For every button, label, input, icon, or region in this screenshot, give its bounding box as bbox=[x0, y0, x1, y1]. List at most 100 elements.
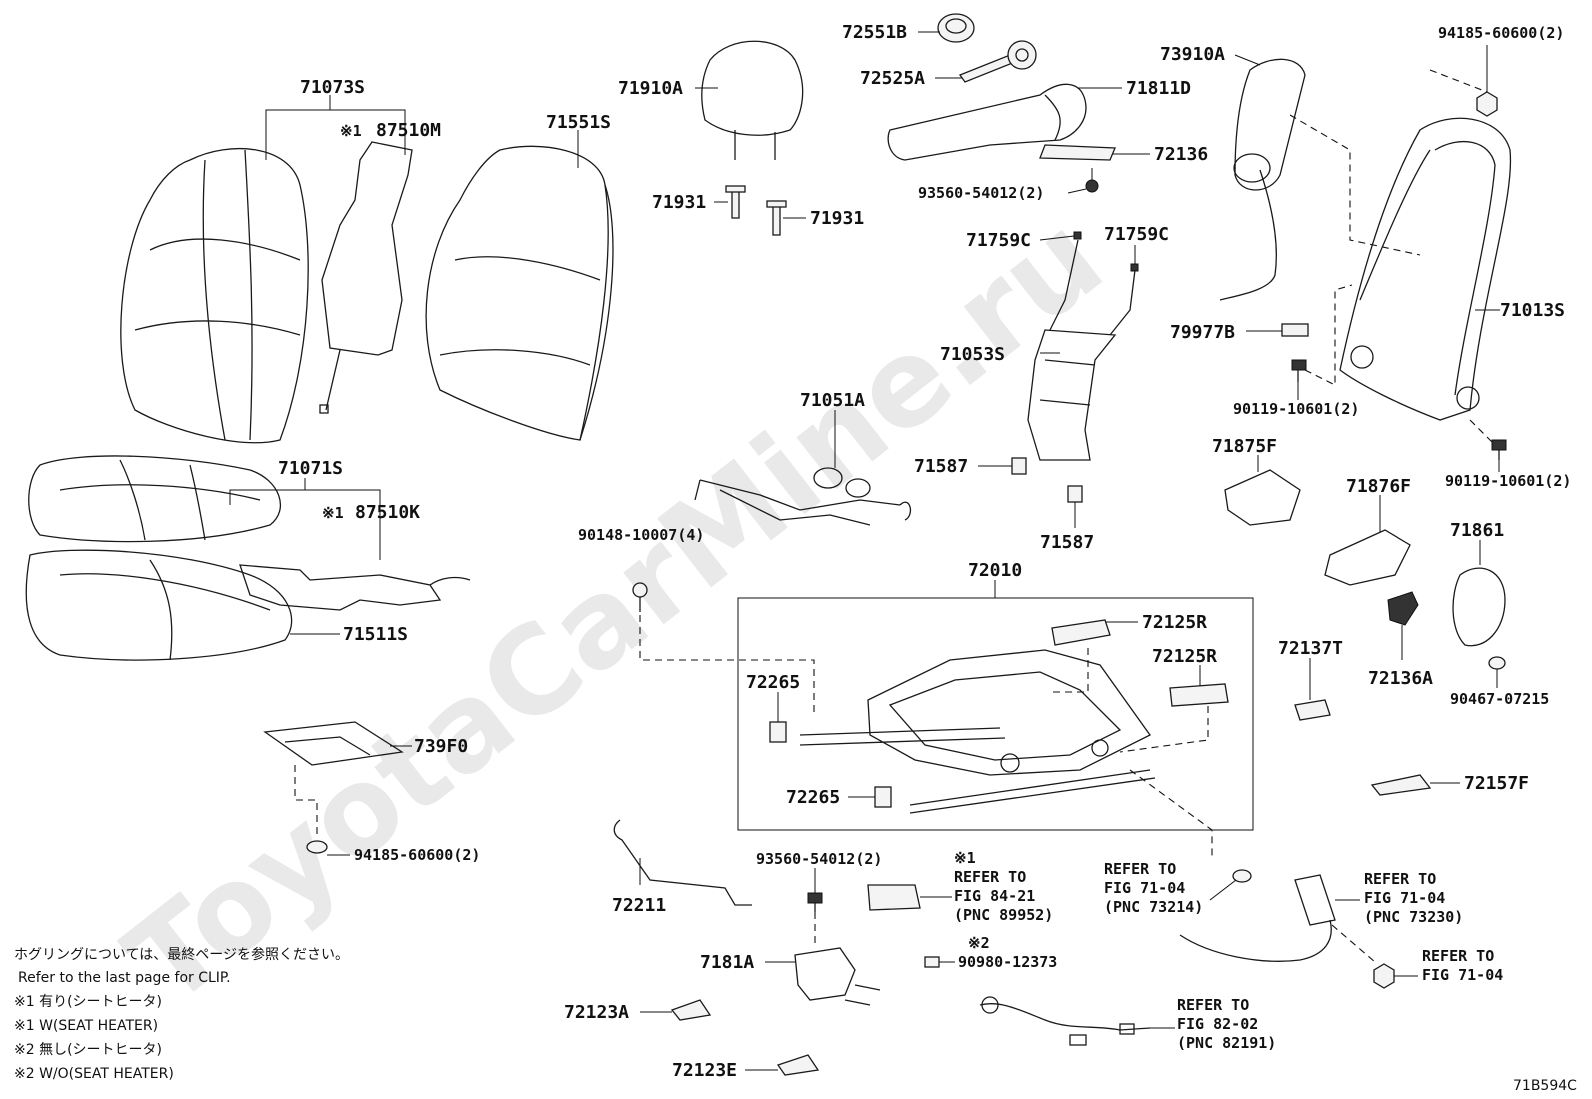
bolt-90119a-illustration bbox=[1291, 359, 1307, 382]
refer-89952-line1: REFER TO bbox=[954, 868, 1026, 886]
cover-72265-illustration bbox=[769, 721, 892, 808]
label-90119-left: 90119-10601(2) bbox=[1233, 400, 1359, 418]
label-72123A: 72123A bbox=[564, 1002, 629, 1023]
cushion-cover-illustration bbox=[28, 455, 281, 543]
label-71073S: 71073S bbox=[300, 77, 365, 98]
label-71759C-left: 71759C bbox=[966, 230, 1031, 251]
label-71053S: 71053S bbox=[940, 344, 1005, 365]
label-739F0: 739F0 bbox=[414, 736, 468, 757]
refer-82191-line1: REFER TO bbox=[1177, 996, 1249, 1014]
cover-71811D-illustration bbox=[887, 83, 1087, 161]
seat-heater-back-illustration bbox=[319, 141, 413, 414]
label-79977B: 79977B bbox=[1170, 322, 1235, 343]
label-72125R-bottom: 72125R bbox=[1152, 646, 1217, 667]
seat-heater-cushion-illustration bbox=[239, 564, 471, 611]
clip-94185-illustration bbox=[306, 840, 328, 854]
cover-72157F-illustration bbox=[1370, 774, 1432, 796]
refer-71-04-line2: FIG 71-04 bbox=[1422, 966, 1503, 984]
refer-89952-line2: FIG 84-21 bbox=[954, 887, 1035, 905]
nut-71-04-illustration bbox=[1373, 963, 1395, 989]
label-93560-top: 93560-54012(2) bbox=[918, 184, 1044, 202]
label-93560-bottom: 93560-54012(2) bbox=[756, 850, 882, 868]
label-71876F: 71876F bbox=[1346, 476, 1411, 497]
seatback-frame-71013S-illustration bbox=[1339, 117, 1512, 421]
airbag-harness-73214-illustration bbox=[1179, 869, 1332, 962]
cover-72123A-illustration bbox=[670, 999, 712, 1021]
label-71931-right: 71931 bbox=[810, 208, 864, 229]
label-72551B: 72551B bbox=[842, 22, 907, 43]
handle-72525A-illustration bbox=[958, 40, 1037, 83]
label-94185-bottom: 94185-60600(2) bbox=[354, 846, 480, 864]
cover-71861-illustration bbox=[1452, 567, 1506, 647]
protector-mat-illustration bbox=[263, 721, 404, 766]
cover-72125R-illustration bbox=[1051, 619, 1229, 707]
label-72525A: 72525A bbox=[860, 68, 925, 89]
label-72125R-top: 72125R bbox=[1142, 612, 1207, 633]
refer-73230-line1: REFER TO bbox=[1364, 870, 1436, 888]
label-90980: 90980-12373 bbox=[958, 953, 1057, 971]
footnotes: ホグリングについては、最終ページを参照ください。 Refer to the la… bbox=[14, 946, 349, 1082]
refer-73230-line3: (PNC 73230) bbox=[1364, 908, 1463, 926]
note-heater-without-en: ※2 W/O(SEAT HEATER) bbox=[14, 1066, 174, 1082]
grommet-90467-illustration bbox=[1488, 656, 1506, 670]
cushion-pad-illustration bbox=[25, 549, 293, 661]
label-87510M-mark: ※1 bbox=[340, 122, 362, 140]
label-71071S: 71071S bbox=[278, 458, 343, 479]
refer-89952-mark: ※1 bbox=[954, 849, 976, 867]
harness-82191-illustration bbox=[979, 996, 1151, 1046]
leader-lines bbox=[229, 31, 1500, 1071]
rod-72211-illustration bbox=[613, 819, 752, 906]
label-71910A: 71910A bbox=[618, 78, 683, 99]
refer-blocks: ※1 REFER TO FIG 84-21 (PNC 89952) REFER … bbox=[954, 849, 1503, 1052]
note-clip-en: Refer to the last page for CLIP. bbox=[18, 970, 231, 986]
seat-heater-module-illustration bbox=[867, 884, 921, 911]
label-87510K-mark: ※1 bbox=[322, 504, 344, 522]
label-79977B-illustration bbox=[1281, 323, 1309, 337]
cover-71876F-illustration bbox=[1324, 529, 1411, 586]
label-72010: 72010 bbox=[968, 560, 1022, 581]
clip-71587-illustration bbox=[1011, 457, 1083, 503]
side-airbag-73910A-illustration bbox=[1219, 58, 1306, 301]
label-72265-bottom: 72265 bbox=[786, 787, 840, 808]
bolt-93560-top-illustration bbox=[1085, 168, 1099, 193]
label-71511S: 71511S bbox=[343, 624, 408, 645]
seatback-cover-illustration bbox=[120, 147, 309, 444]
belt-buckle-73230-illustration bbox=[1294, 874, 1336, 926]
label-90119-right: 90119-10601(2) bbox=[1445, 472, 1571, 490]
refer-73214-line3: (PNC 73214) bbox=[1104, 898, 1203, 916]
label-71013S: 71013S bbox=[1500, 300, 1565, 321]
harness-71051A-illustration bbox=[694, 467, 912, 526]
label-71875F: 71875F bbox=[1212, 436, 1277, 457]
label-71759C-right: 71759C bbox=[1104, 224, 1169, 245]
bracket-72136-illustration bbox=[1039, 144, 1116, 161]
label-72137T: 72137T bbox=[1278, 638, 1343, 659]
label-94185-top: 94185-60600(2) bbox=[1438, 24, 1564, 42]
refer-82191-line2: FIG 82-02 bbox=[1177, 1015, 1258, 1033]
nut-94185-top-illustration bbox=[1476, 91, 1498, 117]
label-71587-left: 71587 bbox=[914, 456, 968, 477]
bolt-90148-illustration bbox=[632, 582, 648, 612]
label-90148: 90148-10007(4) bbox=[578, 526, 704, 544]
knob-72551B-illustration bbox=[937, 13, 975, 43]
bolt-90119b-illustration bbox=[1491, 439, 1507, 460]
label-90467: 90467-07215 bbox=[1450, 690, 1549, 708]
headrest-illustration bbox=[701, 40, 804, 160]
label-7181A: 7181A bbox=[700, 952, 754, 973]
figure-code: 71B594C bbox=[1513, 1078, 1577, 1094]
note-heater-without-jp: ※2 無し(シートヒータ) bbox=[14, 1042, 162, 1058]
label-71051A: 71051A bbox=[800, 390, 865, 411]
cover-71875F-illustration bbox=[1224, 469, 1301, 526]
bolt-93560-bottom-illustration bbox=[807, 892, 823, 912]
label-71551S: 71551S bbox=[546, 112, 611, 133]
seatback-pad-illustration bbox=[425, 145, 614, 441]
knob-72136A-illustration bbox=[1387, 591, 1419, 626]
refer-73214-line2: FIG 71-04 bbox=[1104, 879, 1185, 897]
label-72265-top: 72265 bbox=[746, 672, 800, 693]
connector-90980-illustration bbox=[924, 956, 940, 968]
note-clip-jp: ホグリングについては、最終ページを参照ください。 bbox=[14, 946, 349, 963]
refer-89952-line3: (PNC 89952) bbox=[954, 906, 1053, 924]
label-90980-mark: ※2 bbox=[968, 934, 990, 952]
headrest-support-illustration bbox=[725, 185, 787, 236]
label-71861: 71861 bbox=[1450, 520, 1504, 541]
